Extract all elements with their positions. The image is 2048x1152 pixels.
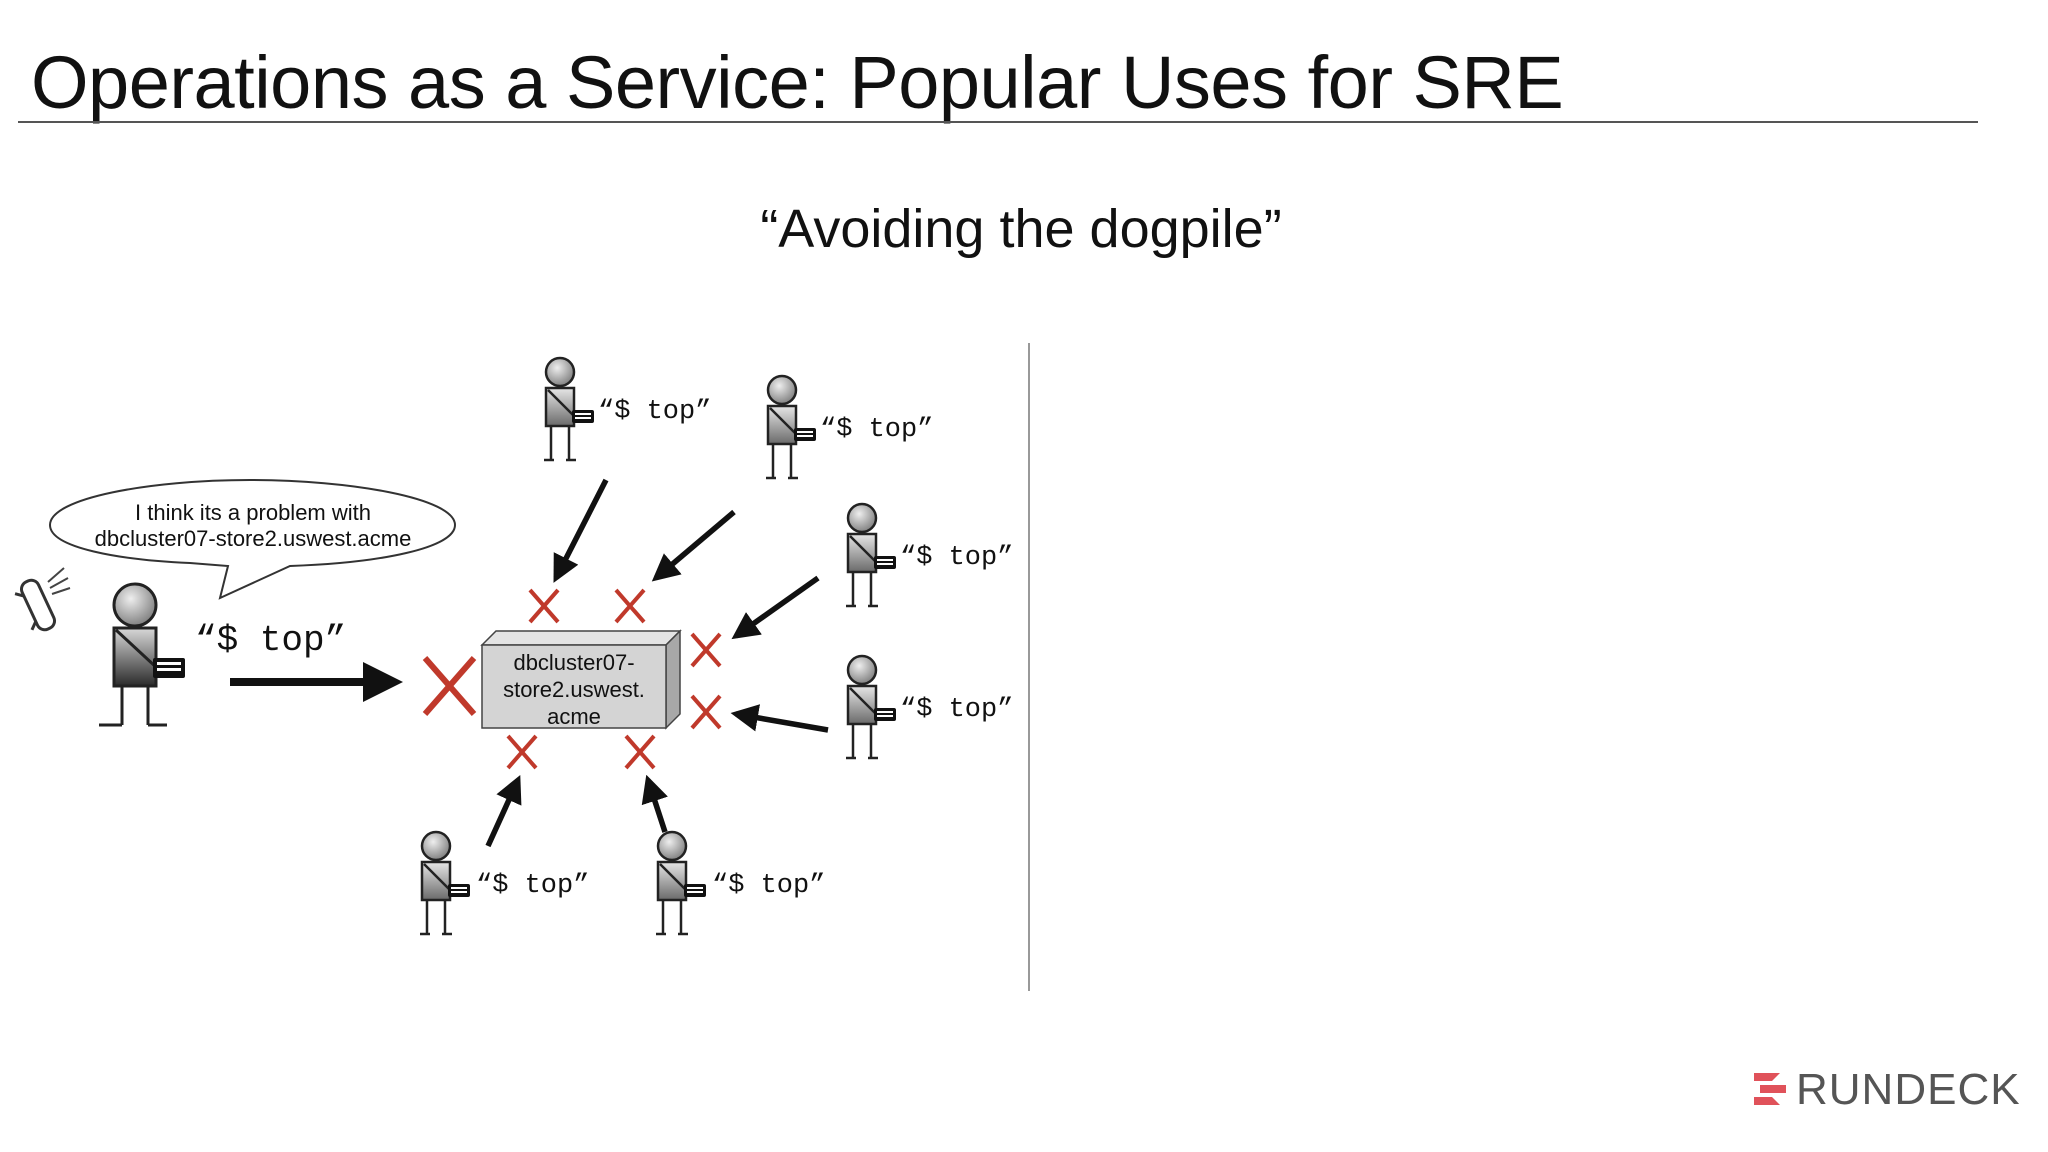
command-label-bottom-right: “$ top” bbox=[712, 871, 825, 901]
main-operator-person bbox=[99, 582, 185, 727]
vertical-divider bbox=[1028, 343, 1030, 991]
server-label-line3: acme bbox=[547, 704, 601, 729]
person-right-upper bbox=[844, 502, 898, 608]
arrow-from-bottom-left bbox=[485, 774, 522, 848]
blocked-x-bottom-right bbox=[624, 734, 656, 770]
arrow-from-right-lower bbox=[730, 704, 829, 733]
person-top-right bbox=[764, 374, 818, 480]
slide-title: Operations as a Service: Popular Uses fo… bbox=[31, 41, 1564, 124]
blocked-x-bottom-left bbox=[506, 734, 538, 770]
server-label-line1: dbcluster07- bbox=[513, 650, 634, 675]
rundeck-logo: RUNDECK bbox=[1750, 1065, 2020, 1115]
server-label-line2: store2.uswest. bbox=[503, 677, 645, 702]
person-bottom-right bbox=[654, 830, 708, 936]
command-label-bottom-left: “$ top” bbox=[476, 871, 589, 901]
arrow-from-bottom-right bbox=[641, 774, 668, 833]
command-label-right-lower: “$ top” bbox=[900, 695, 1013, 725]
blocked-x-top-left bbox=[528, 588, 560, 624]
main-command-label: “$ top” bbox=[195, 620, 346, 661]
bubble-text-line1: I think its a problem with bbox=[135, 500, 371, 525]
bubble-text-line2: dbcluster07-store2.uswest.acme bbox=[95, 526, 412, 551]
arrow-from-top-right bbox=[651, 509, 736, 582]
title-underline bbox=[18, 121, 1978, 123]
rundeck-logo-mark bbox=[1754, 1073, 1786, 1105]
slide-subtitle: “Avoiding the dogpile” bbox=[760, 199, 1282, 259]
blocked-x-right-upper bbox=[690, 632, 722, 668]
person-bottom-left bbox=[418, 830, 472, 936]
person-top-left bbox=[542, 356, 596, 462]
speech-bubble: I think its a problem with dbcluster07-s… bbox=[48, 478, 457, 600]
person-right-lower bbox=[844, 654, 898, 760]
command-label-top-left: “$ top” bbox=[598, 397, 711, 427]
server-box: dbcluster07- store2.uswest. acme bbox=[480, 629, 682, 730]
arrow-from-right-upper bbox=[731, 575, 820, 640]
blocked-x-right-lower bbox=[690, 694, 722, 730]
arrow-from-top-left bbox=[553, 478, 609, 583]
phone-ring-lines bbox=[47, 567, 71, 595]
phone-icon bbox=[14, 578, 57, 632]
blocked-x-top-right bbox=[614, 588, 646, 624]
rundeck-logo-text: RUNDECK bbox=[1796, 1065, 2021, 1114]
command-label-right-upper: “$ top” bbox=[900, 543, 1013, 573]
main-blocked-x bbox=[422, 656, 477, 716]
command-label-top-right: “$ top” bbox=[820, 415, 933, 445]
